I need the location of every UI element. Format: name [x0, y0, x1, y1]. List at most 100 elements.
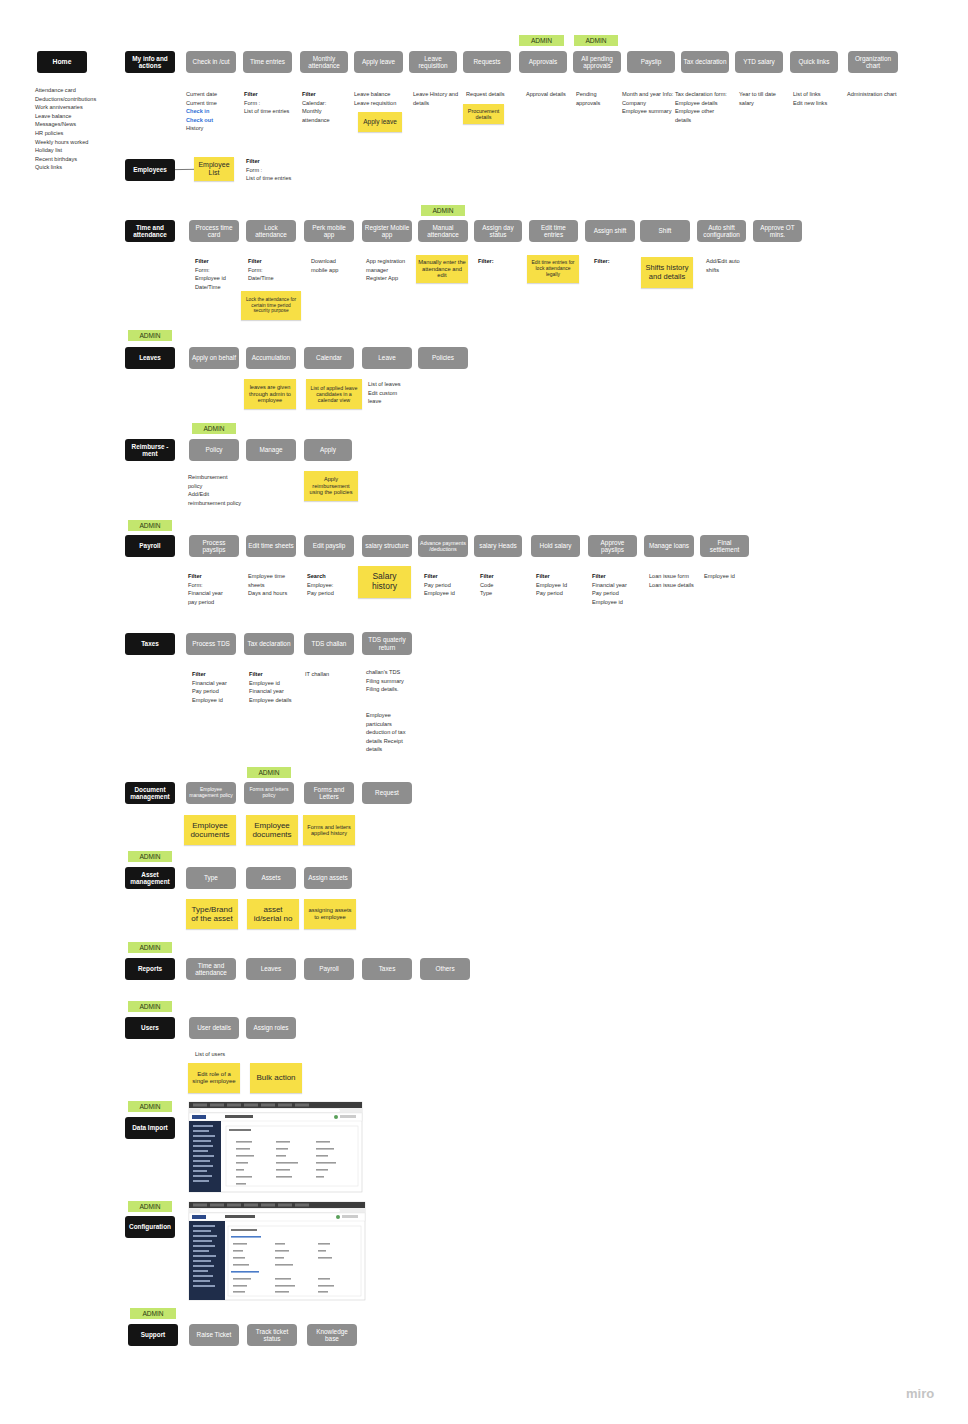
note-group: Year to till date salary: [739, 90, 785, 107]
box-text: User details: [197, 1024, 231, 1031]
sticky-note: asset id/serial no: [247, 899, 299, 929]
box-text: Apply reimbursement using the policies: [306, 476, 356, 495]
sticky-note: Employee documents: [184, 815, 236, 845]
box-text: Type/Brand of the asset: [188, 905, 236, 923]
section-box: My info and actions: [125, 51, 175, 73]
box-text: Employee documents: [186, 821, 234, 839]
section-box: Support: [128, 1324, 178, 1346]
page-box: Requests: [463, 51, 511, 73]
box-text: Leaves: [261, 965, 282, 972]
box-text: Lock attendance: [248, 224, 294, 239]
box-text: My info and actions: [127, 55, 173, 70]
note-text: Employee Id: [536, 581, 582, 590]
admin-tag: ADMIN: [128, 330, 172, 341]
section-box: Leaves: [125, 347, 175, 369]
note-text: Recent birthdays: [35, 155, 127, 164]
box-text: Apply leave: [362, 58, 395, 65]
page-box: salary structure: [362, 535, 412, 557]
box-text: Track ticket status: [249, 1328, 295, 1343]
box-text: ADMIN: [139, 1003, 160, 1011]
note-text: Register App: [366, 274, 412, 283]
note-text: Edit new links: [793, 99, 839, 108]
page-box: Edit payslip: [304, 535, 354, 557]
box-text: Edit time entries: [531, 224, 576, 239]
note-text: Form:: [195, 266, 241, 275]
note-text: Monthly attendance: [302, 107, 348, 124]
box-text: Time and attendance: [127, 224, 173, 239]
note-text: Type: [480, 589, 522, 598]
page-box: User details: [189, 1017, 239, 1039]
note-text: Financial year: [592, 581, 644, 590]
note-text: List of time entries: [244, 107, 290, 116]
page-box: All pending approvals: [573, 51, 621, 73]
admin-tag: ADMIN: [421, 205, 465, 216]
note-group: Reimbursement policyAdd/Edit reimburseme…: [188, 473, 242, 507]
note-text: Approval details: [526, 90, 568, 99]
page-box: Quick links: [790, 51, 838, 73]
page-box: Track ticket status: [247, 1324, 297, 1346]
box-text: Configuration: [129, 1223, 171, 1230]
page-box: Manage: [246, 439, 296, 461]
note-group: List of users: [195, 1050, 247, 1059]
note-text: pay period: [188, 598, 240, 607]
box-text: ADMIN: [139, 1103, 160, 1111]
box-text: Time entries: [250, 58, 285, 65]
note-text: Calendar:: [302, 99, 348, 108]
note-group: Pending approvals: [576, 90, 618, 107]
page-box: Final settlement: [700, 535, 749, 557]
note-group: Loan issue formLoan issue details: [649, 572, 701, 589]
page-box: Assets: [246, 867, 296, 889]
note-group: FilterPay periodEmployee id: [424, 572, 470, 598]
page-box: Process time card: [189, 220, 239, 242]
box-text: Salary history: [360, 572, 409, 592]
admin-tag: ADMIN: [130, 1308, 176, 1319]
box-text: Employees: [133, 166, 167, 173]
box-text: Apply on behalf: [192, 354, 236, 361]
admin-tag: ADMIN: [128, 1001, 172, 1012]
sticky-note: Type/Brand of the asset: [186, 899, 238, 929]
page-box: Approve payslips: [588, 535, 637, 557]
sticky-note: Apply reimbursement using the policies: [304, 471, 358, 501]
note-group: Leave balanceLeave requisition: [354, 90, 409, 107]
box-text: Tax declaration: [684, 58, 727, 65]
page-box: Leave: [362, 347, 412, 369]
page-box: Time and attendance: [186, 958, 236, 980]
box-text: ADMIN: [531, 37, 552, 45]
note-text: Work anniversaries: [35, 103, 127, 112]
page-box: Accumulation: [246, 347, 296, 369]
box-text: Data Import: [132, 1124, 168, 1131]
note-text: Employee id: [195, 274, 241, 283]
sticky-note: Procurement details: [463, 104, 504, 124]
box-text: Assign assets: [308, 874, 347, 881]
note-text: Weekly hours worked: [35, 138, 127, 147]
note-group: FilterForm :List of time entries: [244, 90, 290, 116]
note-heading: Filter: [249, 670, 299, 679]
note-text: Financial year: [192, 679, 240, 688]
box-text: Process payslips: [191, 539, 237, 554]
note-text: Date/Time: [195, 283, 241, 292]
box-text: Bulk action: [256, 1073, 295, 1082]
box-text: ADMIN: [142, 1310, 163, 1318]
note-group: Tax declaration form:Employee detailsEmp…: [675, 90, 729, 124]
box-text: Perk mobile app: [306, 224, 352, 239]
watermark: miro: [906, 1386, 956, 1401]
box-text: Forms and Letters: [306, 786, 352, 801]
sticky-note: leaves are given through admin to employ…: [244, 379, 296, 409]
box-text: Edit time entries for lock attendance le…: [529, 260, 577, 277]
note-group: FilterEmployee IdPay period: [536, 572, 582, 598]
page-box: Edit time entries: [529, 220, 578, 242]
box-text: Register Mobile app: [364, 224, 410, 239]
note-heading: Filter: [480, 572, 522, 581]
note-text: Employee id: [192, 696, 240, 705]
box-text: Monthly attendance: [302, 55, 346, 70]
box-text: TDS quaterly return: [364, 636, 410, 651]
page-box: Policy: [189, 439, 239, 461]
note-text: Edit custom leave: [368, 389, 412, 406]
note-text: Month and year Info:: [622, 90, 674, 99]
section-box: Data Import: [125, 1117, 175, 1139]
note-group: Attendance cardDeductions/contributionsW…: [35, 86, 127, 172]
admin-tag: ADMIN: [128, 851, 172, 862]
note-text: Pay period: [536, 589, 582, 598]
note-text: Pay period: [307, 589, 353, 598]
